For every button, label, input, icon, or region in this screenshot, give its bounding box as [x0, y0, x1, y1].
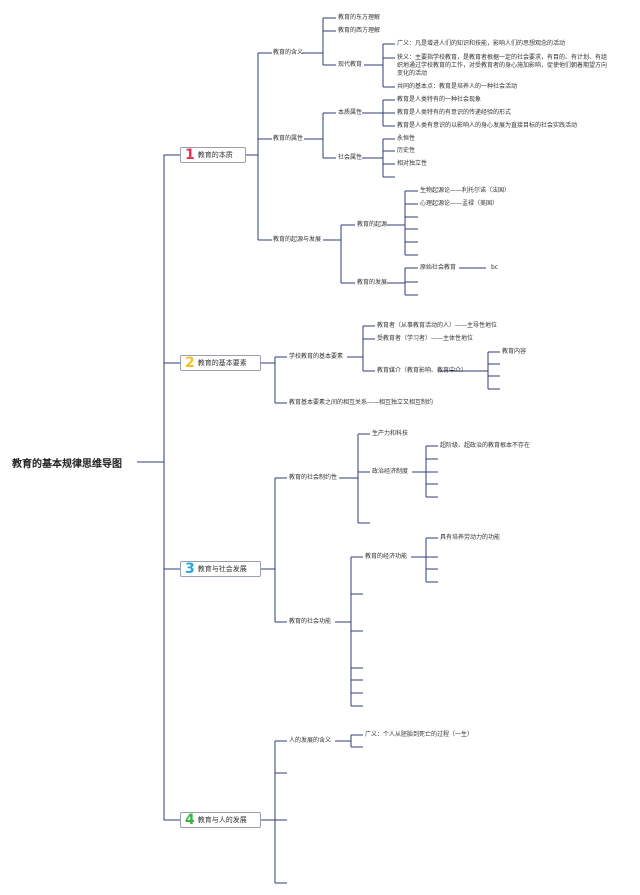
node-origin-development[interactable]: 教育的起源与发展: [273, 236, 322, 243]
branch-3-node[interactable]: 3 教育与社会发展: [180, 561, 261, 577]
branch-3-label: 教育与社会发展: [197, 565, 247, 573]
branch-2-number: 2: [185, 355, 195, 371]
node-common-point[interactable]: 共同的基本点：教育是培养人的一种社会活动: [397, 83, 518, 90]
node-productivity[interactable]: 生产力和科技: [372, 430, 409, 437]
branch-2-node[interactable]: 2 教育的基本要素: [180, 355, 261, 371]
branch-4-node[interactable]: 4 教育与人的发展: [180, 812, 261, 828]
node-politics-1[interactable]: 超阶级、超政治的教育根本不存在: [440, 442, 531, 449]
node-economic-1[interactable]: 具有培养劳动力的功能: [440, 534, 501, 541]
node-social-attribute[interactable]: 社会属性: [338, 154, 363, 161]
node-economic-function[interactable]: 教育的经济功能: [365, 553, 408, 560]
node-origin[interactable]: 教育的起源: [357, 221, 388, 228]
node-essence-1[interactable]: 教育是人类特有的一种社会现象: [397, 96, 482, 103]
node-educator[interactable]: 教育者（从事教育活动的人）——主导性地位: [377, 322, 498, 329]
node-development[interactable]: 教育的发展: [357, 279, 388, 286]
node-social-1[interactable]: 永恒性: [397, 135, 416, 142]
node-essential-attribute[interactable]: 本质属性: [338, 109, 363, 116]
branch-1-node[interactable]: 1 教育的本质: [180, 147, 246, 163]
node-broad-definition[interactable]: 广义：凡是增进人们的知识和技能，影响人们的思想观念的活动: [397, 40, 566, 47]
mindmap-root-title: 教育的基本规律思维导图: [12, 459, 122, 470]
node-meaning-west[interactable]: 教育的西方理解: [338, 27, 381, 34]
node-meaning[interactable]: 教育的含义: [273, 49, 304, 56]
branch-2-label: 教育的基本要素: [197, 359, 247, 367]
node-social-3[interactable]: 相对独立性: [397, 160, 428, 167]
node-meaning-east[interactable]: 教育的东方理解: [338, 14, 381, 21]
branch-1-number: 1: [185, 147, 195, 163]
node-essence-3[interactable]: 教育是人类有意识的以影响人的身心发展为直接目标的社会实践活动: [397, 122, 578, 129]
node-human-development-meaning[interactable]: 人的发展的含义: [289, 737, 332, 744]
node-primitive-education[interactable]: 原始社会教育: [420, 264, 457, 271]
node-social-2[interactable]: 历史性: [397, 147, 416, 154]
node-essence-2[interactable]: 教育是人类特有的有意识的传递经验的形式: [397, 109, 512, 116]
node-modern-education[interactable]: 现代教育: [338, 61, 363, 68]
node-bc[interactable]: bc: [491, 264, 499, 271]
node-social-function[interactable]: 教育的社会功能: [289, 618, 332, 625]
branch-3-number: 3: [185, 561, 195, 577]
node-narrow-definition[interactable]: 狭义：主要指学校教育，是教育者根据一定的社会要求，有目的、有计划、有组织地通过学…: [397, 54, 608, 77]
branch-4-label: 教育与人的发展: [197, 816, 247, 824]
node-human-broad[interactable]: 广义：个人从胚胎到死亡的过程（一生）: [365, 731, 474, 738]
branch-1-label: 教育的本质: [197, 151, 233, 159]
node-origin-bio[interactable]: 生物起源论——利托尔诺（法国）: [420, 187, 511, 194]
node-element-relation[interactable]: 教育基本要素之间的相互关系——相互独立又相互制约: [289, 399, 434, 406]
node-learner[interactable]: 受教育者（学习者）——主体性地位: [377, 335, 474, 342]
node-school-elements[interactable]: 学校教育的基本要素: [289, 353, 344, 360]
node-social-restriction[interactable]: 教育的社会制约性: [289, 474, 338, 481]
node-content[interactable]: 教育内容: [502, 348, 527, 355]
node-origin-psych[interactable]: 心理起源论——孟禄（美国）: [420, 200, 499, 207]
node-politics[interactable]: 政治经济制度: [372, 468, 409, 475]
node-attributes[interactable]: 教育的属性: [273, 135, 304, 142]
branch-4-number: 4: [185, 812, 195, 828]
node-media[interactable]: 教育媒介（教育影响、教育中介）: [377, 367, 468, 374]
